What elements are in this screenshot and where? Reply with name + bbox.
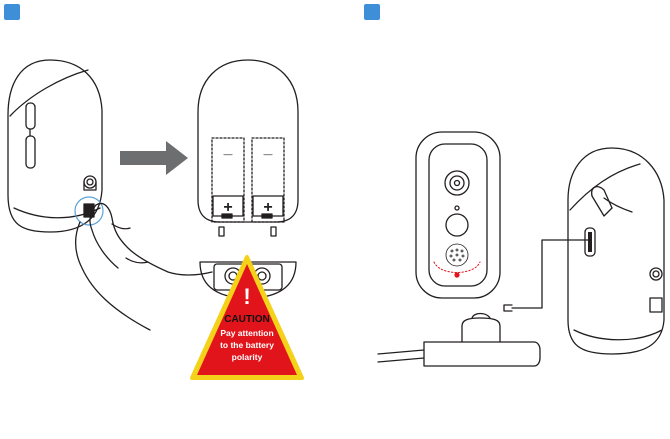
pir-sensor-icon bbox=[446, 214, 468, 236]
arrow-right-icon bbox=[120, 141, 188, 175]
terminal-left-label: + bbox=[223, 199, 232, 216]
camera-front-view bbox=[416, 132, 500, 298]
caution-line-2: to the battery bbox=[220, 340, 274, 350]
speaker-grill-icon bbox=[446, 244, 468, 266]
camera-side-view-left bbox=[8, 60, 103, 232]
camera-lens-icon bbox=[445, 171, 469, 195]
caution-line-3: polarity bbox=[232, 352, 263, 362]
battery-slot-left-label: — bbox=[224, 149, 233, 159]
usb-cable bbox=[504, 240, 590, 311]
battery-slot-right-label: — bbox=[264, 149, 273, 159]
camera-side-view-right bbox=[568, 148, 664, 354]
button-icon-right bbox=[650, 268, 662, 280]
caution-sign: ! CAUTION Pay attention to the battery p… bbox=[192, 257, 302, 378]
terminal-right-label: + bbox=[263, 199, 272, 216]
caution-exclamation-icon: ! bbox=[243, 284, 250, 309]
button-icon bbox=[84, 176, 96, 190]
caution-line-1: Pay attention bbox=[220, 328, 273, 338]
caution-title: CAUTION bbox=[224, 314, 270, 325]
power-adapter-icon bbox=[378, 314, 540, 367]
battery-labels: — — + + bbox=[223, 149, 272, 216]
status-led-icon bbox=[454, 272, 459, 277]
light-sensor-icon bbox=[455, 206, 459, 210]
battery-compartment-view bbox=[198, 60, 298, 236]
